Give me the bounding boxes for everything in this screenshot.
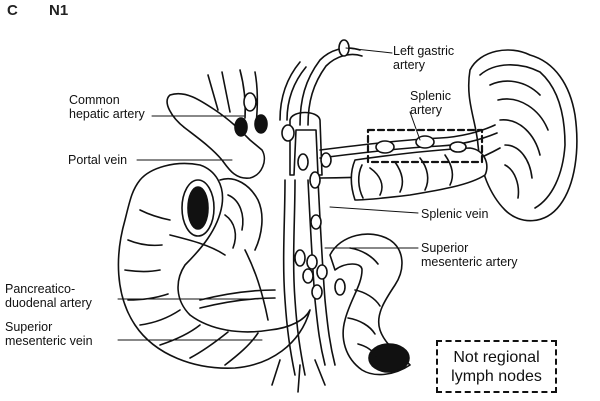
duodenum bbox=[117, 162, 311, 369]
duodenal-lumen bbox=[181, 179, 215, 237]
panel-letter: C bbox=[7, 2, 18, 19]
aorta bbox=[289, 111, 323, 176]
label-common-hepatic-artery: Common hepatic artery bbox=[69, 93, 145, 121]
pancreas bbox=[350, 147, 488, 201]
label-splenic-artery: Splenic artery bbox=[410, 89, 451, 117]
spleen bbox=[467, 49, 578, 222]
label-splenic-vein: Splenic vein bbox=[421, 207, 489, 221]
left-gastric-artery-vessel bbox=[279, 47, 363, 126]
lymph-nodes bbox=[243, 39, 467, 300]
jejunum bbox=[329, 233, 411, 376]
label-superior-mesenteric-vein: Superior mesenteric vein bbox=[5, 320, 93, 348]
superior-mesenteric-vessels bbox=[271, 179, 336, 393]
portal-vein-trunk bbox=[166, 69, 266, 179]
label-pancreaticoduodenal-artery: Pancreatico- duodenal artery bbox=[5, 282, 92, 310]
label-left-gastric-artery: Left gastric artery bbox=[393, 44, 455, 72]
panel-stage: N1 bbox=[49, 2, 69, 19]
label-portal-vein: Portal vein bbox=[68, 153, 128, 167]
non-regional-region-box bbox=[366, 128, 484, 164]
legend-box: Not regional lymph nodes bbox=[436, 340, 557, 393]
leader-lines bbox=[117, 47, 421, 341]
legend-text: Not regional lymph nodes bbox=[451, 348, 542, 385]
label-superior-mesenteric-artery: Superior mesenteric artery bbox=[421, 241, 518, 269]
black-lymph-nodes bbox=[234, 114, 268, 137]
pancreas-head bbox=[219, 178, 263, 251]
